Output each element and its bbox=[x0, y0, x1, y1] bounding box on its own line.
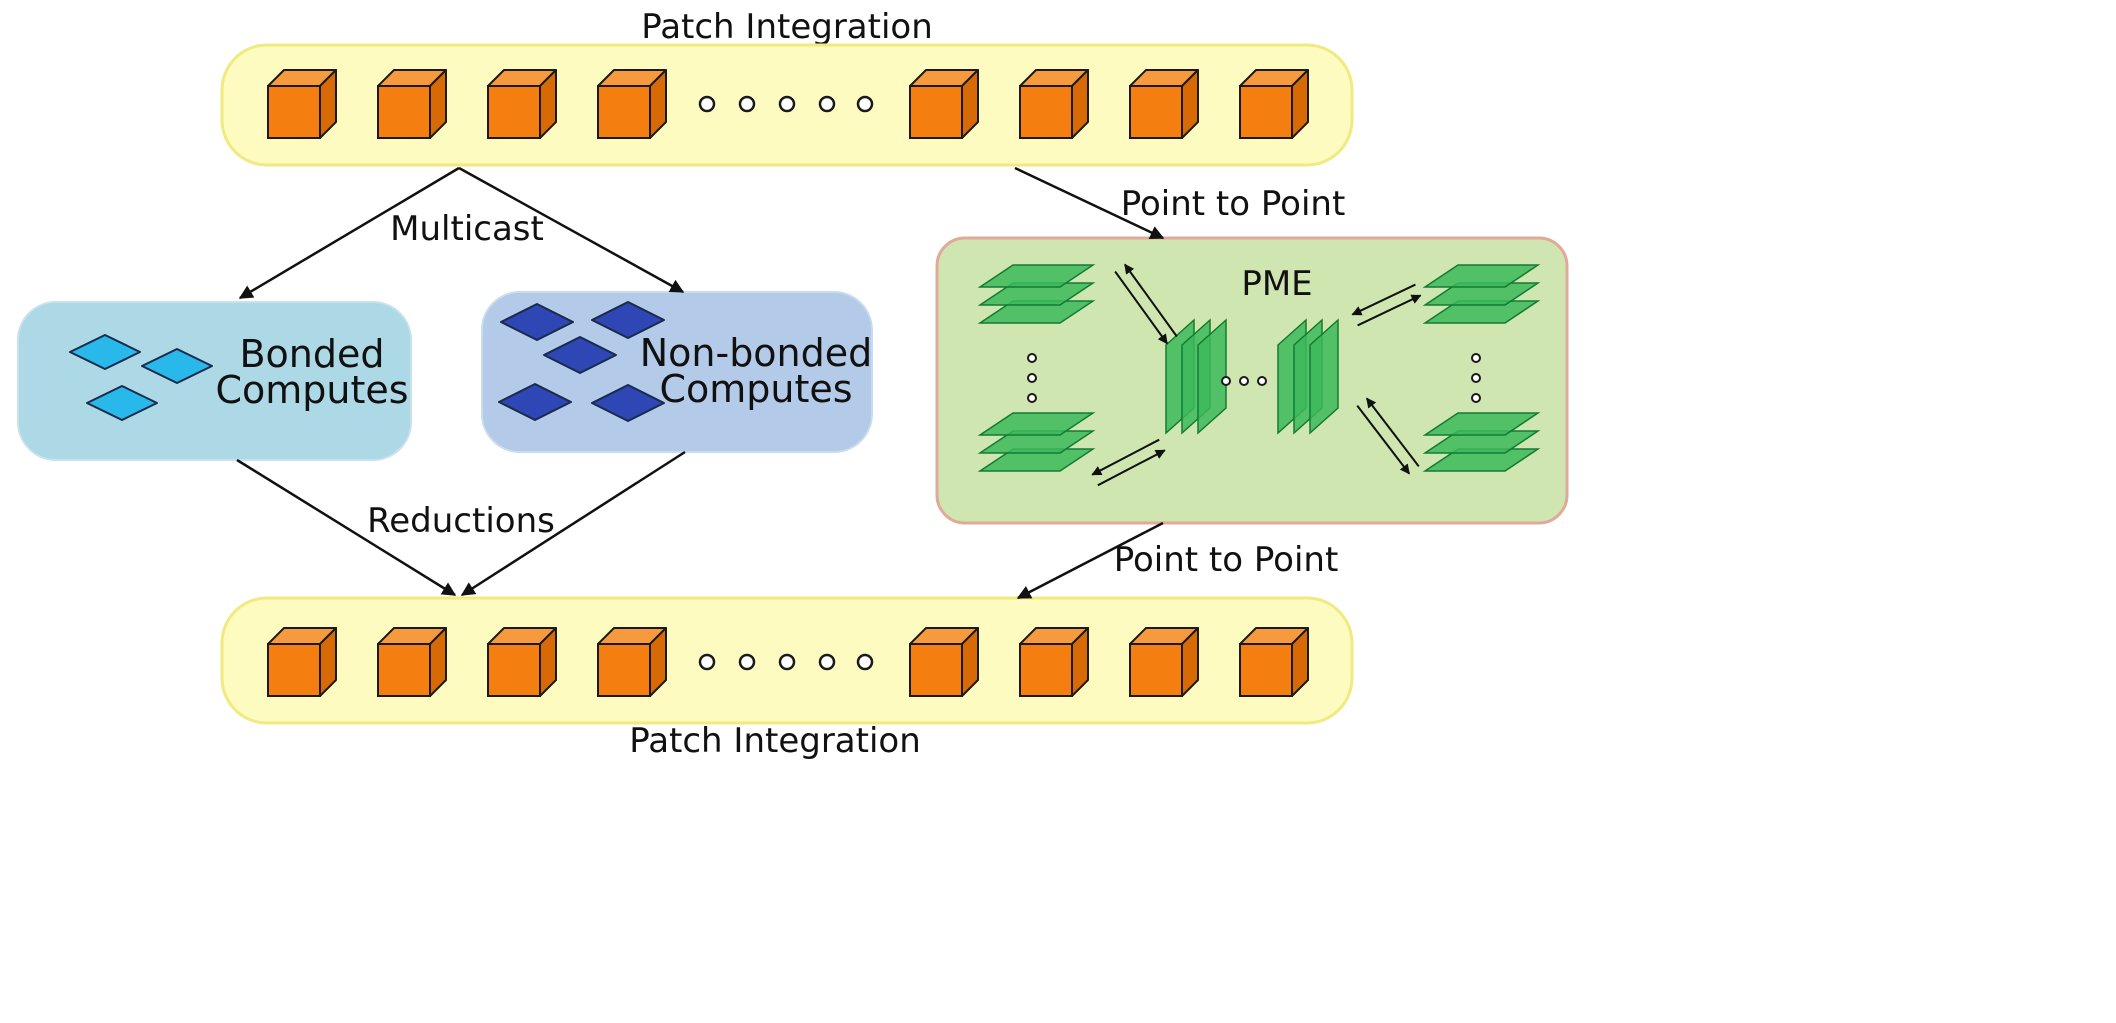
nonbonded-compute-diamonds bbox=[498, 301, 665, 422]
bonded-label-line1: Bonded bbox=[239, 332, 384, 376]
bonded-compute-diamonds bbox=[69, 334, 213, 421]
cube-icon bbox=[267, 627, 337, 697]
circle-dots-icon bbox=[1471, 393, 1481, 403]
circle-dots-icon bbox=[738, 95, 756, 113]
bottom-ellipsis-dots bbox=[698, 653, 874, 671]
cube-icon bbox=[267, 69, 337, 139]
circle-dots-icon bbox=[1257, 376, 1267, 386]
top-patch-cubes bbox=[267, 69, 1309, 139]
pme-box bbox=[935, 236, 1569, 525]
bottom-patch-integration-label: Patch Integration bbox=[629, 721, 921, 761]
flow-arrows bbox=[236, 166, 1165, 600]
nonbonded-label-line1: Non-bonded bbox=[640, 331, 873, 375]
pme-internal-arrows bbox=[1091, 263, 1422, 487]
point-to-point-bottom-label: Point to Point bbox=[1114, 540, 1339, 580]
cube-icon bbox=[597, 627, 667, 697]
cube-icon bbox=[909, 69, 979, 139]
reduction-arrow-right bbox=[460, 450, 686, 597]
circle-dots-icon bbox=[1027, 393, 1037, 403]
diamond-icon bbox=[498, 383, 572, 421]
circle-dots-icon bbox=[778, 653, 796, 671]
diamond-icon bbox=[86, 385, 158, 421]
diamond-icon bbox=[591, 301, 665, 339]
reductions-label: Reductions bbox=[367, 501, 555, 541]
point-to-point-top-label: Point to Point bbox=[1121, 184, 1346, 224]
circle-dots-icon bbox=[738, 653, 756, 671]
circle-dots-icon bbox=[856, 653, 874, 671]
reduction-arrow-left bbox=[236, 458, 457, 597]
diamond-icon bbox=[500, 303, 574, 341]
cube-icon bbox=[377, 69, 447, 139]
circle-dots-icon bbox=[1239, 376, 1249, 386]
bonded-label-line2: Computes bbox=[215, 368, 408, 412]
circle-dots-icon bbox=[1471, 353, 1481, 363]
circle-dots-icon bbox=[856, 95, 874, 113]
stacked-plane-icon bbox=[1422, 412, 1541, 472]
diamond-icon bbox=[69, 334, 141, 370]
stacked-plane-icon bbox=[1277, 318, 1339, 435]
circle-dots-icon bbox=[1471, 373, 1481, 383]
multicast-label: Multicast bbox=[390, 209, 544, 249]
point-to-point-arrow-top bbox=[1014, 166, 1165, 240]
cube-icon bbox=[909, 627, 979, 697]
pme-label: PME bbox=[1241, 264, 1312, 304]
multicast-arrow-right bbox=[458, 166, 685, 294]
circle-dots-icon bbox=[1221, 376, 1231, 386]
circle-dots-icon bbox=[1027, 353, 1037, 363]
cube-icon bbox=[487, 627, 557, 697]
cube-icon bbox=[1019, 627, 1089, 697]
circle-dots-icon bbox=[698, 95, 716, 113]
cube-icon bbox=[1129, 627, 1199, 697]
cube-icon bbox=[1239, 69, 1309, 139]
stacked-plane-icon bbox=[1422, 264, 1541, 324]
stacked-plane-icon bbox=[977, 264, 1096, 324]
cube-icon bbox=[597, 69, 667, 139]
cube-icon bbox=[1019, 69, 1089, 139]
diamond-icon bbox=[591, 384, 665, 422]
top-ellipsis-dots bbox=[698, 95, 874, 113]
top-patch-integration-label: Patch Integration bbox=[641, 7, 933, 47]
circle-dots-icon bbox=[1027, 373, 1037, 383]
multicast-arrow-left bbox=[238, 166, 460, 300]
circle-dots-icon bbox=[778, 95, 796, 113]
cube-icon bbox=[487, 69, 557, 139]
pme-grid-stacks bbox=[977, 264, 1541, 472]
circle-dots-icon bbox=[818, 95, 836, 113]
cube-icon bbox=[1129, 69, 1199, 139]
diamond-icon bbox=[141, 348, 213, 384]
nonbonded-label-line2: Computes bbox=[659, 367, 852, 411]
point-to-point-arrow-bottom bbox=[1016, 521, 1164, 600]
bottom-patch-cubes bbox=[267, 627, 1309, 697]
circle-dots-icon bbox=[698, 653, 716, 671]
stacked-plane-icon bbox=[977, 412, 1096, 472]
cube-icon bbox=[377, 627, 447, 697]
cube-icon bbox=[1239, 627, 1309, 697]
diamond-icon bbox=[543, 336, 617, 374]
stacked-plane-icon bbox=[1165, 318, 1227, 435]
circle-dots-icon bbox=[818, 653, 836, 671]
